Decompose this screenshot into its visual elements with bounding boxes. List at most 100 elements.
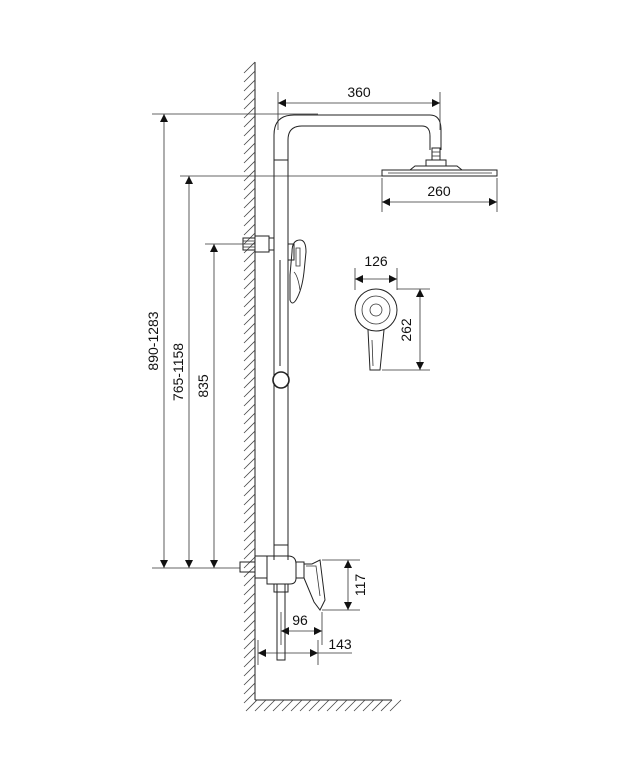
floor-hatch-line: [344, 699, 357, 712]
dim-hand-shower-width: 126: [364, 253, 388, 269]
wall-hatch-line: [243, 250, 256, 263]
wall-hatch-line: [243, 529, 256, 542]
dim-head-height: 765-1158: [170, 343, 186, 401]
wall-hatch-line: [243, 178, 256, 191]
wall-hatch-line: [243, 538, 256, 551]
wall-hatch-line: [243, 340, 256, 353]
dim-mixer-height: 117: [352, 574, 368, 597]
wall-hatch-line: [243, 430, 256, 443]
floor-hatch-line: [245, 699, 258, 712]
riser-pipe: [273, 114, 442, 560]
dim-mixer-depth: 96: [292, 612, 308, 628]
wall-hatch-line: [243, 286, 256, 299]
wall-hatch-line: [243, 367, 256, 380]
wall-bracket: [242, 235, 275, 253]
floor-hatch-line: [308, 699, 321, 712]
wall-hatch-line: [243, 466, 256, 479]
wall-hatch-line: [243, 385, 256, 398]
floor-hatch-line: [290, 699, 303, 712]
wall-hatch-line: [243, 277, 256, 290]
wall-hatch-line: [243, 448, 256, 461]
wall-hatch-line: [243, 223, 256, 236]
wall-hatch-line: [243, 196, 256, 209]
overhead-shower: [381, 147, 498, 177]
floor-hatch-line: [299, 699, 312, 712]
wall-hatch-line: [243, 268, 256, 281]
wall-hatch-line: [243, 97, 256, 110]
wall-hatch-line: [243, 664, 256, 677]
wall-hatch-line: [243, 394, 256, 407]
wall-hatch-line: [243, 646, 256, 659]
wall-hatch-line: [243, 160, 256, 173]
wall-hatch-line: [243, 169, 256, 182]
wall-hatch-line: [243, 205, 256, 218]
wall-hatch-line: [243, 574, 256, 587]
floor-hatch-line: [362, 699, 375, 712]
wall-hatch-line: [243, 151, 256, 164]
wall-hatch-line: [243, 691, 256, 704]
dim-head-width: 260: [427, 183, 451, 199]
wall-hatch-line: [243, 628, 256, 641]
floor-hatch-line: [272, 699, 285, 712]
wall-hatch-line: [243, 79, 256, 92]
wall-hatch-line: [243, 331, 256, 344]
wall-hatch-line: [243, 403, 256, 416]
floor-hatch-line: [371, 699, 384, 712]
wall-hatch-line: [243, 124, 256, 137]
floor-hatch-line: [281, 699, 294, 712]
wall-hatch-line: [243, 187, 256, 200]
wall-hatch-line: [243, 457, 256, 470]
wall-hatch-line: [243, 322, 256, 335]
wall-hatch-line: [243, 304, 256, 317]
wall-hatch-line: [243, 475, 256, 488]
floor-hatch-line: [317, 699, 330, 712]
hand-shower-detail: [354, 288, 398, 371]
floor-hatch-line: [389, 699, 402, 712]
wall-hatch-line: [243, 88, 256, 101]
floor-hatch-line: [326, 699, 339, 712]
wall-hatch-line: [243, 619, 256, 632]
floor-hatch-line: [353, 699, 366, 712]
wall-hatch-line: [243, 547, 256, 560]
wall-hatch-line: [243, 295, 256, 308]
wall-hatch-line: [243, 682, 256, 695]
dim-arm-length: 360: [347, 84, 371, 100]
wall-hatch-line: [243, 520, 256, 533]
wall-hatch-line: [243, 583, 256, 596]
wall-hatch-line: [243, 484, 256, 497]
floor: [245, 699, 402, 712]
wall-hatch-line: [243, 358, 256, 371]
dim-mixer-projection: 143: [328, 636, 352, 652]
wall-hatch-line: [243, 655, 256, 668]
wall: [243, 61, 256, 704]
floor-hatch-line: [335, 699, 348, 712]
wall-hatch-line: [243, 313, 256, 326]
wall-hatch-line: [243, 70, 256, 83]
wall-hatch-line: [243, 412, 256, 425]
floor-hatch-line: [263, 699, 276, 712]
wall-hatch-line: [243, 133, 256, 146]
wall-hatch-line: [243, 115, 256, 128]
dimension-lines: [152, 92, 498, 665]
dim-holder-height: 835: [195, 374, 211, 398]
slider-knob: [272, 371, 290, 389]
wall-hatch-line: [243, 637, 256, 650]
wall-hatch-line: [243, 511, 256, 524]
wall-hatch-line: [243, 673, 256, 686]
wall-hatch-line: [243, 592, 256, 605]
wall-hatch-line: [243, 502, 256, 515]
wall-hatch-line: [243, 493, 256, 506]
wall-hatch-line: [243, 259, 256, 272]
wall-hatch-line: [243, 610, 256, 623]
wall-hatch-line: [243, 601, 256, 614]
dim-total-height: 890-1283: [145, 311, 161, 370]
wall-hatch-line: [243, 439, 256, 452]
wall-hatch-line: [243, 214, 256, 227]
wall-hatch-line: [243, 349, 256, 362]
floor-hatch-line: [254, 699, 267, 712]
wall-hatch-line: [243, 61, 256, 74]
dim-hand-shower-length: 262: [398, 318, 414, 342]
wall-hatch-line: [243, 421, 256, 434]
